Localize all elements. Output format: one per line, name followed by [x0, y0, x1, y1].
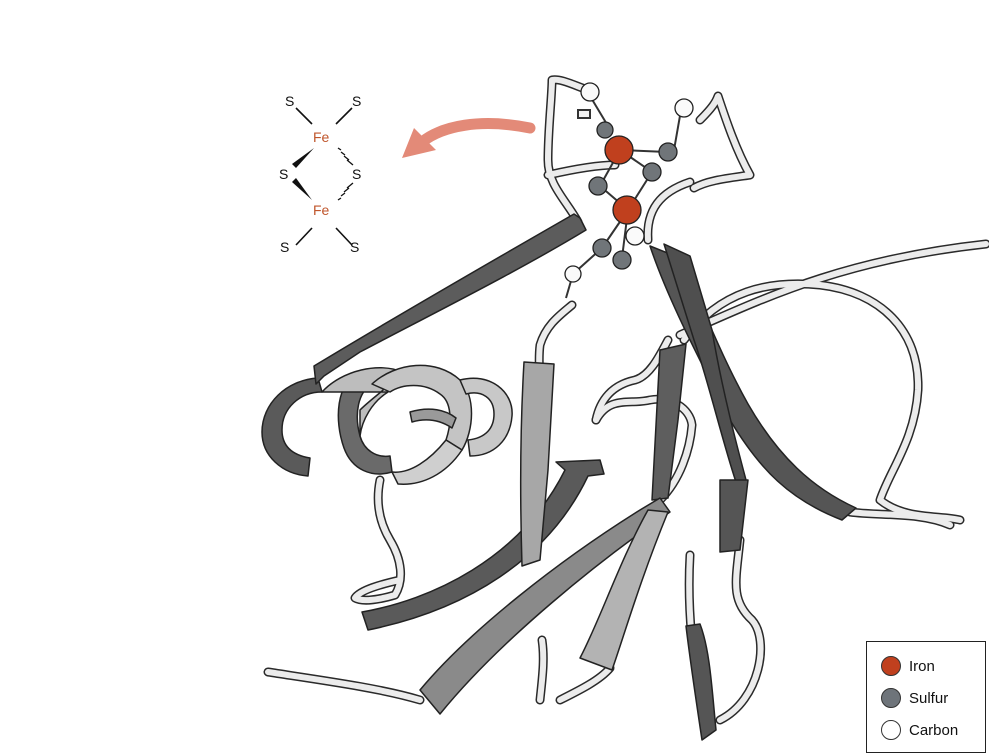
legend-label-iron: Iron	[909, 658, 935, 675]
curved-arrow-icon	[402, 124, 530, 158]
sulfur-label-4: S	[352, 166, 361, 182]
sulfur-label-5: S	[280, 239, 289, 255]
iron-swatch-icon	[881, 656, 901, 676]
sulfur-swatch-icon	[881, 688, 901, 708]
alpha-helix	[262, 365, 512, 484]
sulfur-label-3: S	[279, 166, 288, 182]
sulfur-label-1: S	[285, 93, 294, 109]
legend-item-carbon: Carbon	[881, 718, 958, 742]
iron-label-1: Fe	[313, 129, 330, 145]
legend-item-iron: Iron	[881, 654, 935, 678]
fe2s2-structure: S S Fe S S Fe S S	[279, 93, 361, 255]
iron-label-2: Fe	[313, 202, 330, 218]
sulfur-label-2: S	[352, 93, 361, 109]
legend-item-sulfur: Sulfur	[881, 686, 948, 710]
legend-label-sulfur: Sulfur	[909, 690, 948, 707]
carbon-swatch-icon	[881, 720, 901, 740]
legend-label-carbon: Carbon	[909, 722, 958, 739]
sulfur-label-6: S	[350, 239, 359, 255]
legend: Iron Sulfur Carbon	[866, 641, 986, 753]
